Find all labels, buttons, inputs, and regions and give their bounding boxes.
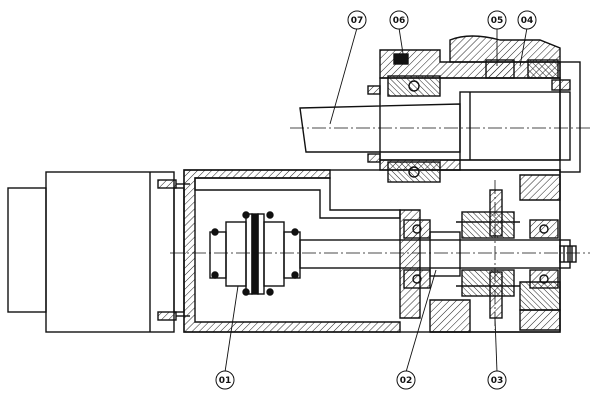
motor [7,171,190,333]
callout-06-label: 06 [393,16,406,26]
leader-lines [224,27,528,373]
coupling [209,211,301,296]
callout-04-label: 04 [521,16,534,26]
callout-03: 03 [487,370,507,390]
output-shaft [299,91,571,161]
callout-02: 02 [396,370,416,390]
callout-03-label: 03 [491,376,504,386]
callout-05: 05 [487,10,507,30]
lower-housing [183,169,561,333]
callout-01: 01 [215,370,235,390]
bearings [403,219,559,289]
callout-06: 06 [389,10,409,30]
callout-07: 07 [347,10,367,30]
callout-02-label: 02 [400,376,413,386]
upper-housing [367,35,581,183]
drive-shaft [299,231,577,277]
callout-07-label: 07 [351,16,364,26]
callout-01-label: 01 [219,376,232,386]
callout-04: 04 [517,10,537,30]
center-lines [170,127,590,330]
gear-wheel [456,189,520,319]
callout-05-label: 05 [491,16,504,26]
